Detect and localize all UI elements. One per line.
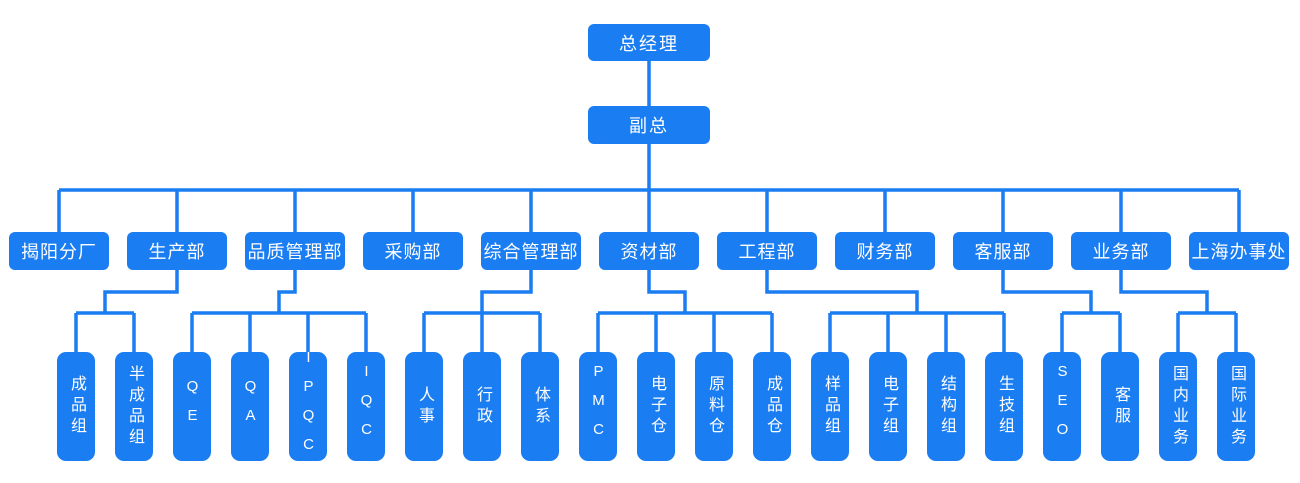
node-electronics-warehouse[interactable]: 电子仓 — [637, 352, 675, 461]
node-shanghai-office[interactable]: 上海办事处 — [1189, 232, 1289, 270]
node-ipqc-group[interactable]: IPQC — [289, 349, 327, 465]
connector-level1-bus — [57, 188, 1241, 232]
connector-quality-children — [190, 270, 368, 352]
node-sample-group[interactable]: 样品组 — [811, 352, 849, 461]
node-raw-material-warehouse[interactable]: 原料仓 — [695, 352, 733, 461]
node-finance-dept[interactable]: 财务部 — [835, 232, 935, 270]
node-finished-goods-group[interactable]: 成品组 — [57, 352, 95, 461]
node-qa-group[interactable]: QA — [231, 352, 269, 461]
node-semi-finished-goods-group[interactable]: 半成品组 — [115, 352, 153, 461]
node-production-dept[interactable]: 生产部 — [127, 232, 227, 270]
node-general-affairs-dept[interactable]: 综合管理部 — [481, 232, 581, 270]
connector-engineering-children — [765, 270, 1006, 352]
node-deputy-general-manager[interactable]: 副总 — [588, 106, 710, 144]
node-materials-dept[interactable]: 资材部 — [599, 232, 699, 270]
node-structure-group[interactable]: 结构组 — [927, 352, 965, 461]
node-production-tech-group[interactable]: 生技组 — [985, 352, 1023, 461]
node-engineering-dept[interactable]: 工程部 — [717, 232, 817, 270]
node-system-group[interactable]: 体系 — [521, 352, 559, 461]
connector-materials-children — [596, 270, 774, 352]
node-iqc-group[interactable]: IQC — [347, 352, 385, 461]
node-general-manager[interactable]: 总经理 — [588, 24, 710, 61]
node-customer-service-dept[interactable]: 客服部 — [953, 232, 1053, 270]
node-hr-group[interactable]: 人事 — [405, 352, 443, 461]
node-qe-group[interactable]: QE — [173, 352, 211, 461]
connector-production-children — [74, 270, 179, 352]
connector-sales-children — [1119, 270, 1238, 352]
node-sales-dept[interactable]: 业务部 — [1071, 232, 1171, 270]
node-customer-service-group[interactable]: 客服 — [1101, 352, 1139, 461]
node-admin-group[interactable]: 行政 — [463, 352, 501, 461]
connector-general-affairs-children — [422, 270, 542, 352]
node-quality-management-dept[interactable]: 品质管理部 — [245, 232, 345, 270]
node-international-business-group[interactable]: 国际业务 — [1217, 352, 1255, 461]
node-jieyang-branch-factory[interactable]: 揭阳分厂 — [9, 232, 109, 270]
node-domestic-business-group[interactable]: 国内业务 — [1159, 352, 1197, 461]
node-finished-goods-warehouse[interactable]: 成品仓 — [753, 352, 791, 461]
node-seo-group[interactable]: SEO — [1043, 352, 1081, 461]
connector-customer-service-children — [1001, 270, 1122, 352]
node-purchasing-dept[interactable]: 采购部 — [363, 232, 463, 270]
node-electronics-group[interactable]: 电子组 — [869, 352, 907, 461]
node-pmc-group[interactable]: PMC — [579, 352, 617, 461]
